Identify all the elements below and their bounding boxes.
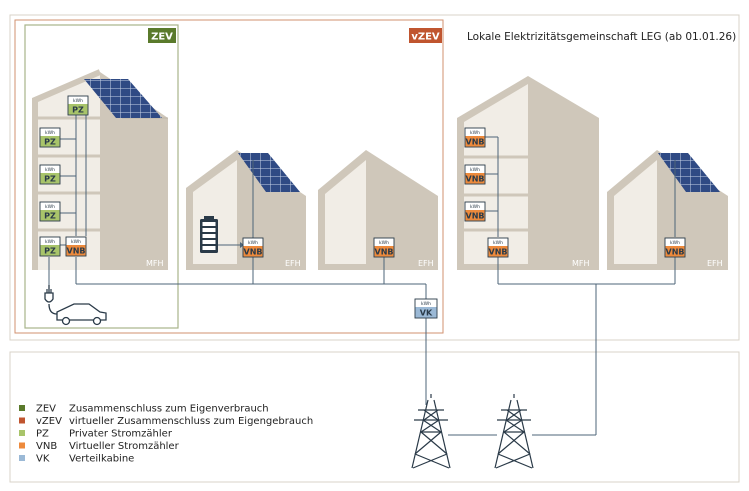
bottom-area-boundary: [9, 351, 740, 483]
legend-swatch: [19, 430, 25, 436]
vzev-badge: vZEV: [411, 32, 440, 43]
meter-code-label: PZ: [44, 175, 56, 184]
meter-unit-label: kWh: [248, 240, 258, 246]
legend-abbr: ZEV: [36, 404, 56, 415]
power-pylon-right: [494, 394, 534, 469]
zev-boundary: [24, 24, 179, 329]
house-label-efh-right: EFH: [707, 259, 723, 268]
solar-panel-efh-right: [658, 153, 720, 192]
legend-text: Zusammenschluss zum Eigenverbrauch: [69, 404, 269, 415]
meter-unit-label: kWh: [73, 98, 83, 104]
legend-abbr: PZ: [36, 429, 49, 440]
meter-unit-label: kWh: [379, 240, 389, 246]
legend: ZEV Zusammenschluss zum Eigenverbrauch vZE…: [19, 404, 313, 465]
house-label-mfh-right: MFH: [572, 259, 590, 268]
ev-car-icon: [44, 285, 107, 326]
meter-code-label: VK: [420, 309, 433, 318]
meter-code-label: VNB: [67, 247, 86, 256]
meter-unit-label: kWh: [45, 167, 55, 173]
meter-code-label: PZ: [44, 247, 56, 256]
battery-icon: [200, 216, 218, 253]
zev-badge-bg: [148, 28, 176, 43]
legend-text: virtueller Zusammenschluss zum Eigengebr…: [69, 416, 313, 427]
vzev-inner-boundary: [14, 19, 444, 334]
meter-unit-label: kWh: [470, 130, 480, 136]
legend-swatch: [19, 405, 25, 411]
meter-code-label: PZ: [72, 106, 84, 115]
meter-code-label: VNB: [466, 175, 485, 184]
legend-abbr: VK: [36, 454, 50, 465]
meter-unit-label: kWh: [670, 240, 680, 246]
vzev-boundary: [9, 14, 740, 341]
legend-text: Verteilkabine: [69, 454, 134, 465]
meter-code-label: VNB: [466, 138, 485, 147]
diagram-title: Lokale Elektrizitätsgemeinschaft LEG (ab…: [467, 31, 736, 43]
legend-text: Virtueller Stromzähler: [69, 441, 180, 452]
legend-swatch: [19, 442, 25, 449]
meter-code-label: VNB: [489, 248, 508, 257]
meter-unit-label: kWh: [470, 167, 480, 173]
meter-unit-label: kWh: [493, 240, 503, 246]
meter-unit-label: kWh: [45, 204, 55, 210]
meter-code-label: VNB: [244, 248, 263, 257]
wiring: [48, 107, 676, 436]
meter-unit-label: kWh: [470, 204, 480, 210]
solar-panel-mfh-zev: [84, 79, 162, 118]
meter-unit-label: kWh: [45, 239, 55, 245]
legend-text: Privater Stromzähler: [69, 429, 173, 440]
house-label-mfh-zev: MFH: [146, 259, 164, 268]
legend-abbr: VNB: [36, 441, 57, 452]
zev-badge: ZEV: [151, 32, 173, 43]
meter-code-label: PZ: [44, 212, 56, 221]
power-pylon-left: [411, 394, 451, 469]
legend-swatch: [19, 455, 25, 461]
meter-unit-label: kWh: [71, 239, 81, 245]
meter-unit-label: kWh: [45, 130, 55, 136]
meter-code-label: PZ: [44, 138, 56, 147]
meters-layer: kWhPZkWhPZkWhPZkWhPZkWhPZkWhVNBkWhVNBkWh…: [39, 95, 686, 319]
house-label-efh-center: EFH: [418, 259, 434, 268]
vzev-badge-bg: [409, 28, 442, 43]
legend-abbr: vZEV: [36, 416, 62, 427]
arrowhead-battery: [240, 242, 244, 248]
house-label-efh-battery: EFH: [285, 259, 301, 268]
meter-code-label: VNB: [666, 248, 685, 257]
meter-unit-label: kWh: [421, 301, 431, 307]
plug-icon: [46, 289, 52, 293]
meter-code-label: VNB: [466, 212, 485, 221]
legend-swatch: [19, 417, 25, 424]
meter-code-label: VNB: [375, 248, 394, 257]
